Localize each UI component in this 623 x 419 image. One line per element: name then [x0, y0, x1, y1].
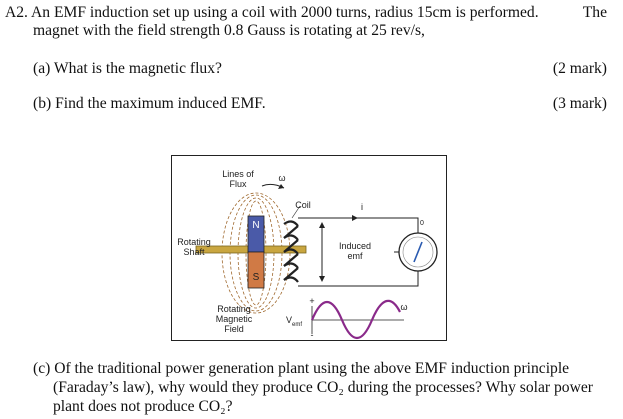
shaft-label-line1: Rotating	[177, 237, 211, 247]
part-c-line-3: plant does not produce CO₂?	[53, 398, 233, 415]
part-b-mark: (3 mark)	[552, 95, 607, 112]
question-line-2: magnet with the field strength 0.8 Gauss…	[33, 22, 425, 39]
vemf-label-main: V	[286, 315, 292, 325]
emf-induction-diagram: Lines of Flux ω Rotating Shaft N S	[171, 155, 447, 341]
galvanometer-needle	[413, 241, 423, 263]
diagram-svg: Lines of Flux ω Rotating Shaft N S	[177, 169, 438, 340]
field-label-line1: Rotating	[217, 304, 251, 314]
omega-top-label: ω	[278, 173, 285, 183]
magnet-south-half	[247, 251, 265, 289]
part-b-text: (b) Find the maximum induced EMF.	[33, 95, 266, 112]
flux-label-line1: Lines of	[222, 169, 254, 179]
emf-arrow-down	[319, 276, 325, 282]
current-arrow	[352, 215, 358, 221]
part-a-text: (a) What is the magnetic flux?	[33, 60, 222, 77]
field-label-line3: Field	[224, 324, 244, 334]
question-line-1-end: The	[582, 4, 607, 21]
emf-sine-wave	[310, 299, 401, 340]
coil-pointer	[291, 205, 301, 219]
galvanometer-dial	[402, 236, 434, 268]
wave-minus-label: -	[311, 330, 314, 340]
shaft-label-line2: Shaft	[183, 247, 205, 257]
coil-windings	[283, 220, 299, 283]
north-pole-label: N	[252, 220, 259, 231]
vemf-label-sub: emf	[292, 322, 302, 328]
question-text-1: A2. An EMF induction set up using a coil…	[5, 4, 539, 21]
flux-label-line2: Flux	[229, 179, 247, 189]
current-label: i	[361, 202, 363, 212]
part-c-line-1: (c) Of the traditional power generation …	[33, 360, 570, 377]
vemf-label: Vemf	[286, 315, 302, 328]
coil-label: Coil	[295, 200, 311, 210]
circuit-wires	[298, 217, 419, 287]
rotation-arrowhead	[278, 184, 284, 189]
part-a-mark: (2 mark)	[552, 60, 607, 77]
emf-arrow-up	[319, 222, 325, 228]
wave-omega-label: ω	[400, 302, 407, 312]
induced-emf-line2: emf	[347, 251, 363, 261]
south-pole-label: S	[253, 272, 260, 283]
induced-emf-line1: Induced	[339, 241, 371, 251]
question-line-1: A2. An EMF induction set up using a coil…	[5, 4, 539, 22]
meter-zero-label: 0	[420, 220, 424, 227]
wave-plus-label: +	[309, 296, 314, 306]
field-label-line2: Magnetic	[216, 314, 253, 324]
part-c-line-2: (Faraday’s law), why would they produce …	[53, 379, 593, 396]
